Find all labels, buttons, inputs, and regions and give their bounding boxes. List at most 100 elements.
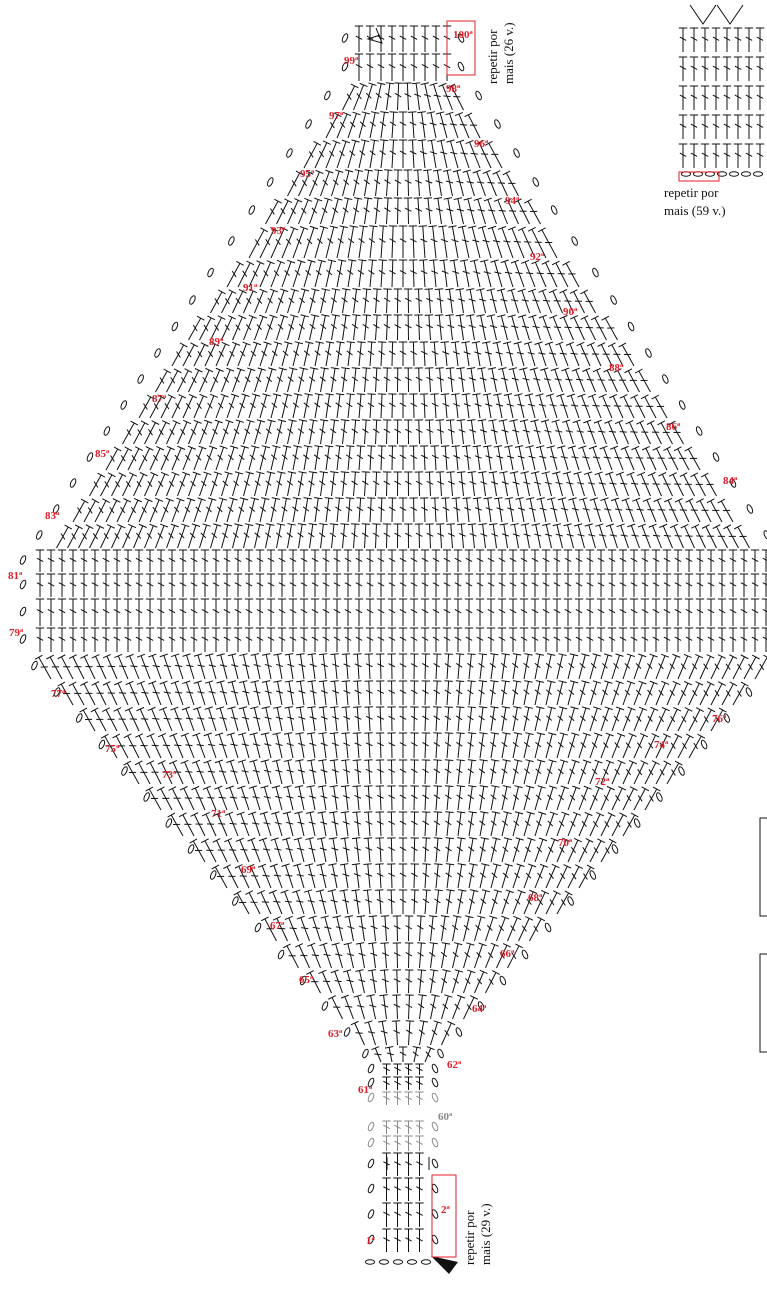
stitch-post xyxy=(544,369,551,392)
double-crochet-symbol xyxy=(330,654,339,679)
stitch-post xyxy=(550,395,557,418)
stitch-top-bar xyxy=(690,473,697,477)
double-crochet-symbol xyxy=(645,707,658,731)
stitch-top-bar xyxy=(364,786,372,787)
stitch-post xyxy=(502,891,510,914)
stitch-post xyxy=(345,997,354,1019)
stitch-top-bar xyxy=(452,498,460,499)
stitch-post xyxy=(619,422,629,444)
stitch-post xyxy=(232,655,238,679)
double-crochet-symbol xyxy=(420,498,428,522)
double-crochet-symbol xyxy=(352,812,361,836)
double-crochet-symbol xyxy=(201,550,209,572)
stitch-yarn-over xyxy=(223,429,228,434)
stitch-post xyxy=(668,500,678,522)
double-crochet-symbol xyxy=(393,916,401,941)
stitch-yarn-over xyxy=(594,509,601,510)
double-crochet-symbol xyxy=(480,838,489,862)
stitch-post xyxy=(420,943,422,968)
double-crochet-symbol xyxy=(674,574,682,597)
double-crochet-symbol xyxy=(371,1047,381,1062)
stitch-post xyxy=(678,736,690,758)
stitch-post xyxy=(334,786,337,810)
stitch-yarn-over xyxy=(620,432,627,433)
double-crochet-symbol xyxy=(387,838,395,862)
double-crochet-symbol xyxy=(357,916,366,941)
double-crochet-symbol xyxy=(294,812,304,836)
stitch-post xyxy=(357,812,359,836)
stitch-post xyxy=(645,683,654,705)
stitch-yarn-over xyxy=(264,823,271,824)
stitch-post xyxy=(145,526,154,548)
double-crochet-symbol xyxy=(282,498,291,522)
double-crochet-symbol xyxy=(718,599,726,626)
double-crochet-symbol xyxy=(456,707,464,731)
stitch-post xyxy=(370,394,372,418)
stitch-post xyxy=(571,395,579,418)
stitch-yarn-over xyxy=(163,745,170,746)
double-crochet-symbol xyxy=(341,812,350,836)
double-crochet-symbol xyxy=(479,681,487,705)
double-crochet-symbol xyxy=(472,394,481,418)
stitch-post xyxy=(445,446,447,470)
stitch-post xyxy=(381,498,382,522)
double-crochet-symbol xyxy=(58,628,66,652)
stitch-post xyxy=(502,369,507,392)
double-crochet-symbol xyxy=(541,420,551,444)
stitch-post xyxy=(118,683,128,705)
double-crochet-symbol xyxy=(441,943,450,968)
stitch-post xyxy=(667,736,678,758)
double-crochet-symbol xyxy=(579,786,592,810)
stitch-top-bar xyxy=(362,420,370,421)
double-crochet-symbol xyxy=(410,599,418,626)
stitch-yarn-over xyxy=(207,797,214,798)
double-crochet-symbol xyxy=(364,838,372,862)
stitch-post xyxy=(129,683,139,705)
double-crochet-symbol xyxy=(513,890,525,914)
stitch-post xyxy=(487,446,491,470)
stitch-post xyxy=(242,734,249,758)
double-crochet-symbol xyxy=(223,628,231,652)
stitch-post xyxy=(509,498,513,522)
double-crochet-symbol xyxy=(524,760,534,784)
stitch-post xyxy=(429,420,430,444)
stitch-post xyxy=(101,526,111,548)
double-crochet-symbol xyxy=(317,838,327,862)
stitch-post xyxy=(447,681,449,705)
stitch-top-bar xyxy=(457,786,465,787)
stitch-post xyxy=(590,788,599,810)
stitch-post xyxy=(357,681,359,705)
stitch-post xyxy=(345,838,348,862)
stitch-top-bar xyxy=(168,813,175,817)
double-crochet-symbol xyxy=(467,681,475,705)
stitch-post xyxy=(172,345,184,366)
double-crochet-symbol xyxy=(260,786,271,810)
double-crochet-symbol xyxy=(362,368,370,392)
stitch-post xyxy=(425,864,427,888)
stitch-post xyxy=(597,370,607,392)
stitch-top-bar xyxy=(380,970,388,971)
stitch-post xyxy=(354,420,356,444)
double-crochet-symbol xyxy=(410,733,418,758)
double-crochet-symbol xyxy=(69,628,77,652)
double-crochet-symbol xyxy=(251,654,261,679)
stitch-post xyxy=(380,681,381,705)
stitch-yarn-over xyxy=(240,849,247,850)
double-crochet-symbol xyxy=(342,707,350,731)
double-crochet-symbol xyxy=(542,574,550,597)
stitch-post xyxy=(546,473,552,496)
stitch-top-bar xyxy=(368,970,376,971)
double-crochet-symbol xyxy=(425,1047,435,1062)
double-crochet-symbol xyxy=(415,1178,423,1201)
double-crochet-symbol xyxy=(376,786,384,810)
stitch-post xyxy=(337,498,339,522)
stitch-post xyxy=(623,655,631,679)
double-crochet-symbol xyxy=(307,733,316,758)
stitch-post xyxy=(425,681,426,705)
stitch-top-bar xyxy=(353,707,361,708)
double-crochet-symbol xyxy=(564,599,572,626)
double-crochet-symbol xyxy=(178,524,190,548)
stitch-post xyxy=(337,446,340,470)
stitch-post xyxy=(561,447,568,470)
stitch-post xyxy=(626,500,634,522)
